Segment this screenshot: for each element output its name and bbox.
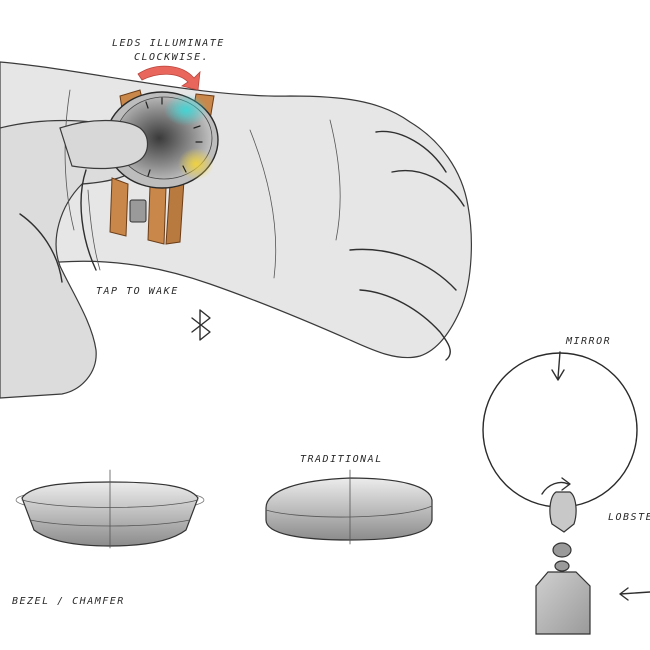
strap-bottom-left [109, 177, 129, 237]
leds-illuminate-label: LEDS ILLUMINATE [112, 38, 225, 49]
mirror-arrow [551, 351, 565, 381]
bezel-chamfer-label: BEZEL / CHAMFER [12, 596, 125, 607]
strap-bottom-mid [147, 185, 167, 245]
tap-leader-line [80, 169, 97, 271]
mirror-label: MIRROR [565, 336, 611, 347]
led-glow-cyan [164, 94, 208, 126]
traditional-label: TRADITIONAL [300, 454, 383, 465]
strap-buckle [129, 199, 147, 223]
curved-arrow-icon [137, 65, 201, 91]
lobster-label: LOBSTER [608, 512, 650, 523]
arm-and-hand [0, 61, 472, 399]
watch-illustration [59, 65, 219, 245]
traditional-puck [265, 469, 433, 545]
bezel-chamfer-puck [15, 469, 205, 549]
tap-to-wake-label: TAP TO WAKE [96, 286, 179, 297]
led-glow-yellow [178, 148, 214, 180]
bluetooth-icon [191, 309, 211, 341]
clockwise-label: CLOCKWISE. [134, 52, 209, 63]
clasp-arrow [541, 477, 571, 495]
mirror-pendant [482, 351, 650, 635]
tapping-finger [59, 119, 149, 170]
lobster-arrow [619, 587, 650, 601]
